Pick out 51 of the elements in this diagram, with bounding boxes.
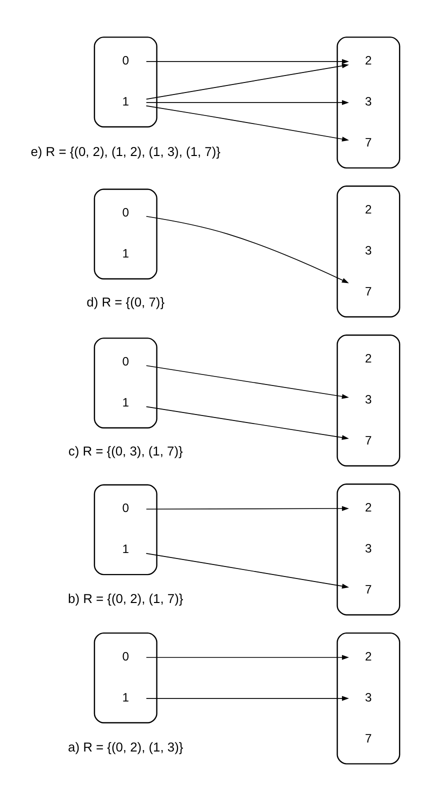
- node-text: 0: [122, 500, 129, 515]
- node-text: 3: [365, 94, 372, 108]
- node-text: 1: [122, 94, 129, 108]
- cluster: [94, 632, 158, 723]
- label: e) R = {(0, 2), (1, 2), (1, 3), (1, 7)}: [30, 143, 220, 158]
- node-text: 1: [122, 542, 129, 556]
- arrow: [146, 62, 349, 100]
- arrow: [146, 506, 349, 510]
- cluster: [94, 188, 158, 279]
- arrow: [146, 104, 350, 141]
- node-text: 0: [122, 648, 129, 663]
- cluster: [94, 337, 158, 428]
- arrow: [146, 552, 350, 588]
- label: d) R = {(0, 7)}: [86, 294, 165, 309]
- node-text: 7: [365, 582, 372, 596]
- node-text: 0: [122, 354, 129, 368]
- arrow: [146, 695, 349, 700]
- node-text: 7: [365, 284, 372, 298]
- node-text: 3: [365, 690, 372, 704]
- cluster: [336, 334, 400, 466]
- node-text: 2: [365, 648, 372, 663]
- label: c) R = {(0, 3), (1, 7)}: [68, 442, 183, 458]
- cluster: [94, 484, 158, 575]
- node-text: 1: [122, 394, 129, 409]
- node-text: 1: [122, 690, 129, 704]
- label: a) R = {(0, 2), (1, 3)}: [68, 739, 184, 754]
- label: b) R = {(0, 2), (1, 7)}: [68, 590, 184, 606]
- arrow: [146, 406, 349, 440]
- node-text: 3: [365, 540, 372, 555]
- cluster: [336, 36, 400, 168]
- cluster: [336, 632, 400, 764]
- arrow: [146, 58, 349, 64]
- node-text: 1: [122, 246, 129, 260]
- node-text: 7: [365, 134, 372, 149]
- node-text: 2: [365, 202, 372, 216]
- arrow: [146, 215, 349, 283]
- cluster: [336, 185, 400, 317]
- node-text: 0: [122, 204, 129, 219]
- arrow: [146, 654, 349, 660]
- node-text: 2: [365, 500, 372, 514]
- node-text: 0: [122, 52, 129, 67]
- node-text: 2: [365, 350, 372, 365]
- cluster: [94, 36, 158, 127]
- arrow: [146, 100, 349, 105]
- node-text: 2: [365, 52, 372, 67]
- node-text: 7: [365, 730, 372, 745]
- node-text: 3: [365, 392, 372, 406]
- arrow: [146, 364, 349, 398]
- node-text: 3: [365, 242, 372, 257]
- cluster: [336, 483, 400, 615]
- node-text: 7: [365, 432, 372, 447]
